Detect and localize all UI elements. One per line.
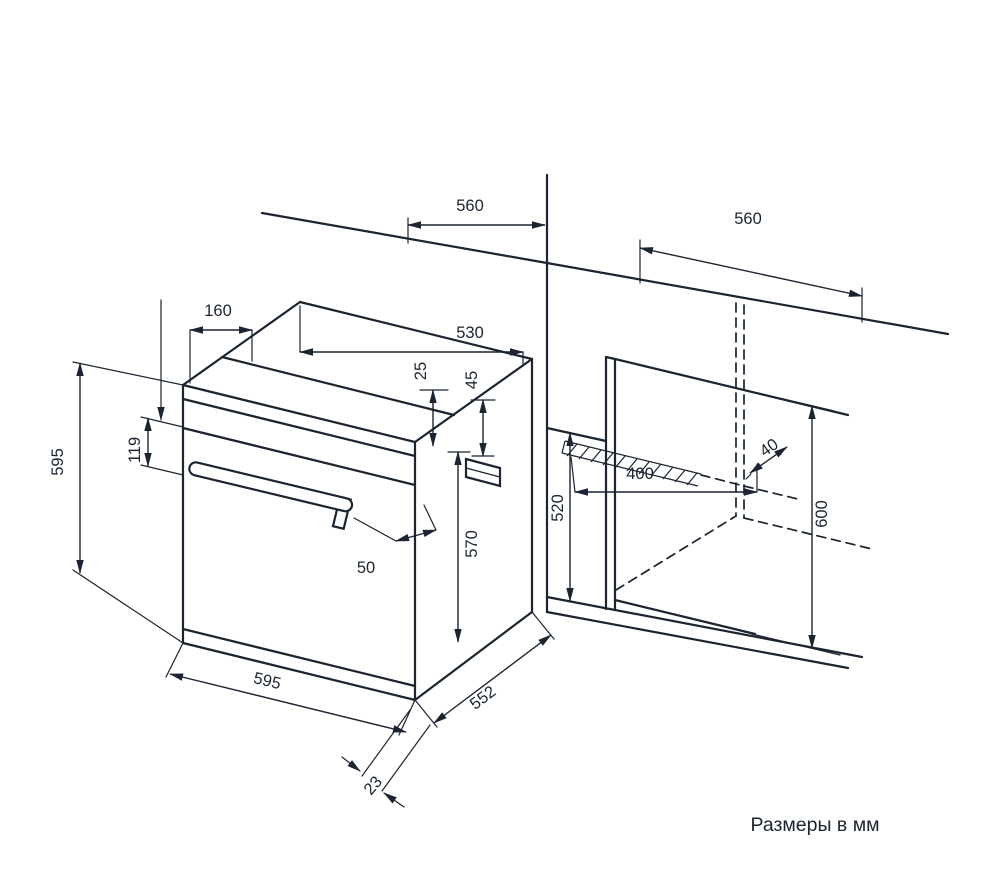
door-bottom-line — [181, 627, 417, 688]
extension-line — [165, 642, 184, 678]
extension-line — [72, 361, 184, 386]
wall-top-edge-left — [260, 211, 549, 265]
hidden-floor-edge-right — [743, 517, 873, 550]
niche-bottom-inner-edge — [613, 598, 757, 636]
drawing-caption: Размеры в мм — [750, 814, 879, 836]
control-panel-bottom-line — [181, 426, 417, 487]
dim-label-595-width: 595 — [252, 669, 283, 693]
extension-line — [751, 633, 841, 656]
extension-line — [744, 389, 835, 412]
oven-top-bevel-line — [181, 397, 417, 458]
dim-arrow-23-left — [341, 756, 361, 772]
dim-line-40 — [749, 446, 788, 474]
wall-top-edge-right — [545, 261, 950, 336]
oven-top-back-edge — [298, 300, 534, 361]
hidden-shelf-edge-right — [743, 485, 803, 501]
oven-top-left-receding-edge — [181, 300, 302, 387]
dim-label-530: 530 — [456, 324, 484, 342]
dim-label-600: 600 — [813, 500, 831, 528]
dim-label-119: 119 — [126, 437, 144, 463]
ventilation-hatch-band — [561, 440, 702, 487]
extension-line — [398, 699, 416, 736]
dim-line-560-right — [639, 247, 863, 297]
niche — [561, 302, 873, 636]
extension-line — [140, 464, 184, 476]
dim-arrow-23-right — [383, 792, 405, 808]
dim-line-552 — [433, 634, 552, 724]
side-vent-inner-line — [465, 467, 501, 478]
door-handle — [188, 461, 354, 513]
dim-label-45: 45 — [463, 371, 481, 389]
extension-line — [414, 699, 438, 728]
extension-line — [361, 709, 411, 777]
dim-label-50: 50 — [357, 559, 375, 577]
extension-line — [423, 504, 437, 531]
kitchen-structure — [260, 173, 950, 670]
dim-label-400: 400 — [626, 465, 654, 483]
dim-line-50 — [395, 529, 437, 542]
dim-label-560-left: 560 — [456, 197, 484, 215]
hatch-band-top-edge — [564, 440, 702, 475]
extension-line — [353, 517, 397, 542]
plinth-front-edge-top — [545, 595, 864, 659]
dim-line-595-width — [169, 673, 407, 733]
dim-label-552: 552 — [467, 683, 500, 714]
dim-label-560-right: 560 — [734, 210, 762, 228]
oven — [181, 300, 534, 702]
extension-line — [745, 473, 752, 480]
extension-line — [72, 569, 184, 644]
dim-label-23: 23 — [360, 773, 386, 799]
counter-underside-edge — [545, 426, 608, 443]
plinth-front-edge-bottom — [545, 610, 850, 670]
dim-label-40: 40 — [756, 435, 781, 460]
niche-side-panel-top-cap — [604, 355, 617, 361]
oven-bottom-right-receding-edge — [413, 610, 534, 702]
dim-label-570: 570 — [463, 530, 481, 558]
oven-top-panel-edge — [220, 355, 456, 417]
dim-label-25: 25 — [412, 362, 430, 380]
dimension-annotations: 560 560 530 160 25 45 119 — [49, 197, 880, 836]
dim-label-160: 160 — [204, 302, 232, 320]
hatch-band-cap — [561, 440, 566, 454]
hatch-band-bottom-edge — [561, 452, 699, 487]
hidden-floor-edge-left — [615, 515, 737, 591]
oven-front-face — [181, 383, 417, 702]
dim-label-520: 520 — [549, 494, 567, 522]
extension-line — [570, 456, 576, 493]
hidden-shelf-edge — [700, 474, 745, 487]
dim-label-595-height: 595 — [49, 448, 67, 476]
extension-line — [381, 724, 431, 792]
